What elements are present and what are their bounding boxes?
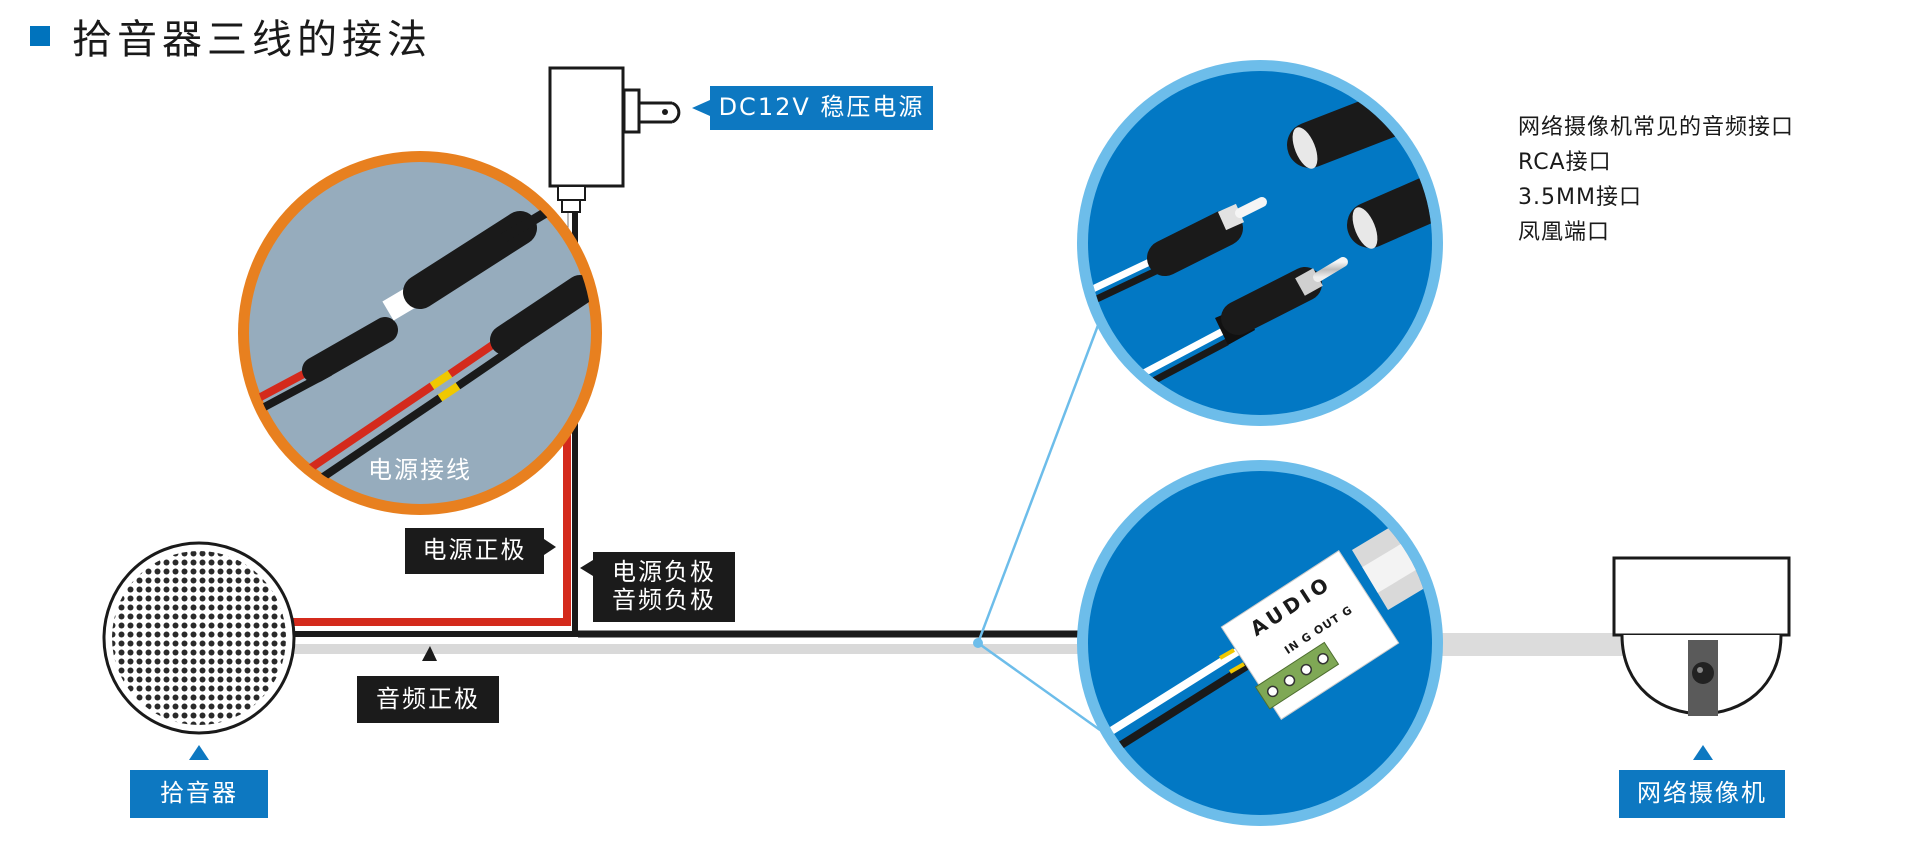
ip-camera-icon: [1612, 556, 1791, 716]
power-positive-label: 电源正极: [405, 528, 544, 574]
callout-lines: [973, 319, 1102, 732]
info-item-3-5mm: 3.5MM接口: [1518, 185, 1642, 210]
info-item-rca: RCA接口: [1518, 150, 1612, 175]
audio-positive-label: 音频正极: [357, 676, 499, 723]
info-heading: 网络摄像机常见的音频接口: [1518, 115, 1795, 140]
pickup-microphone-icon: [102, 541, 296, 735]
ip-camera-label: 网络摄像机: [1619, 770, 1785, 818]
power-negative-label-box: 电源负极 音频负极: [593, 552, 735, 622]
page-title-text: 拾音器三线的接法: [72, 17, 432, 63]
grey-cable: [290, 633, 1645, 656]
power-negative-label: 电源负极: [612, 558, 716, 587]
audio-connectors-magnifier: [1077, 60, 1443, 426]
phoenix-terminal-magnifier: AUDIO IN G OUT G: [1077, 460, 1443, 826]
label-pointers: [189, 100, 1713, 760]
camera-audio-interface-info: 网络摄像机常见的音频接口 RCA接口 3.5MM接口 凤凰端口: [1518, 110, 1794, 250]
power-supply-label: DC12V 稳压电源: [710, 86, 933, 130]
pickup-label: 拾音器: [130, 770, 268, 818]
page-title: 拾音器三线的接法: [30, 10, 432, 63]
audio-negative-label: 音频负极: [612, 586, 716, 614]
info-item-phoenix: 凤凰端口: [1518, 220, 1611, 245]
title-square-icon: [30, 26, 50, 46]
power-adapter-icon: [548, 66, 681, 213]
power-wiring-caption: 电源接线: [368, 456, 472, 484]
